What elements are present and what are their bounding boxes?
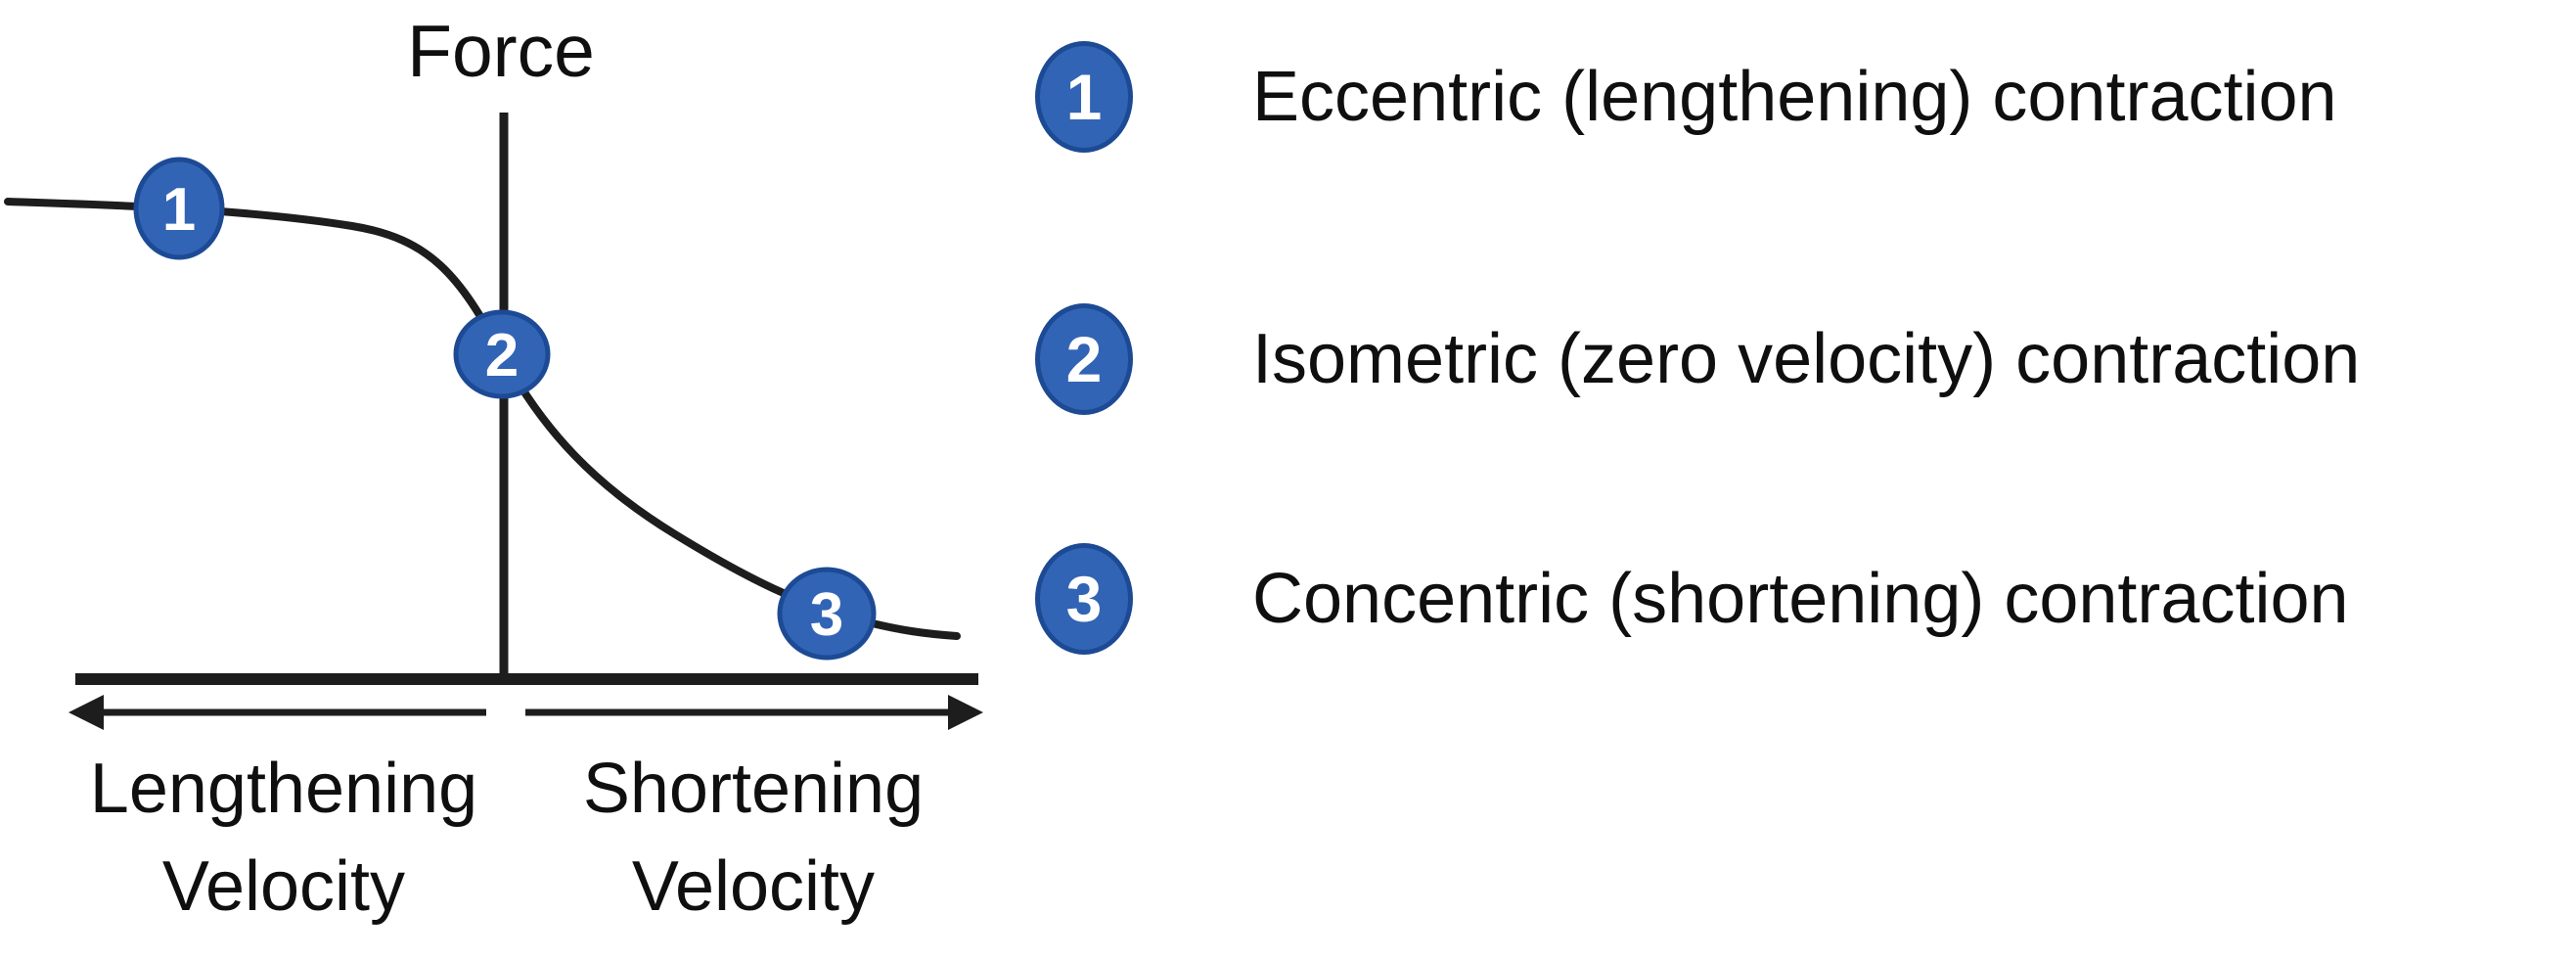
- force-velocity-chart: 1 2 3 Force Lengthening Velocity Shorten…: [4, 10, 983, 926]
- legend-badge-2: 2: [1035, 303, 1133, 415]
- marker-1-circle: [133, 157, 225, 260]
- x-axis-left-label-line1: Lengthening: [90, 750, 477, 828]
- x-axis-left-label-line2: Velocity: [162, 847, 405, 926]
- legend-label-concentric: Concentric (shortening) contraction: [1252, 560, 2349, 638]
- arrowhead-right-icon: [948, 695, 983, 730]
- curve-marker-2: 2: [453, 309, 551, 399]
- legend-badge-1: 1: [1035, 41, 1133, 153]
- legend-item-isometric: 2 Isometric (zero velocity) contraction: [1035, 303, 2360, 415]
- curve-marker-1: 1: [133, 157, 225, 260]
- y-axis-label: Force: [407, 10, 595, 92]
- marker-3-number: 3: [810, 581, 843, 649]
- legend-label-isometric: Isometric (zero velocity) contraction: [1252, 320, 2361, 398]
- legend-item-concentric: 3 Concentric (shortening) contraction: [1035, 543, 2349, 655]
- marker-3-circle: [777, 567, 877, 661]
- legend-label-eccentric: Eccentric (lengthening) contraction: [1252, 58, 2337, 136]
- legend-badge-3: 3: [1035, 543, 1133, 655]
- x-axis-right-label-line2: Velocity: [632, 847, 875, 926]
- arrowhead-left-icon: [68, 695, 104, 730]
- marker-2-number: 2: [485, 322, 519, 389]
- marker-2-circle: [453, 309, 551, 399]
- legend-item-eccentric: 1 Eccentric (lengthening) contraction: [1035, 41, 2337, 153]
- curve-marker-3: 3: [777, 567, 877, 661]
- marker-1-number: 1: [162, 176, 196, 244]
- x-axis-right-label-line1: Shortening: [583, 750, 924, 828]
